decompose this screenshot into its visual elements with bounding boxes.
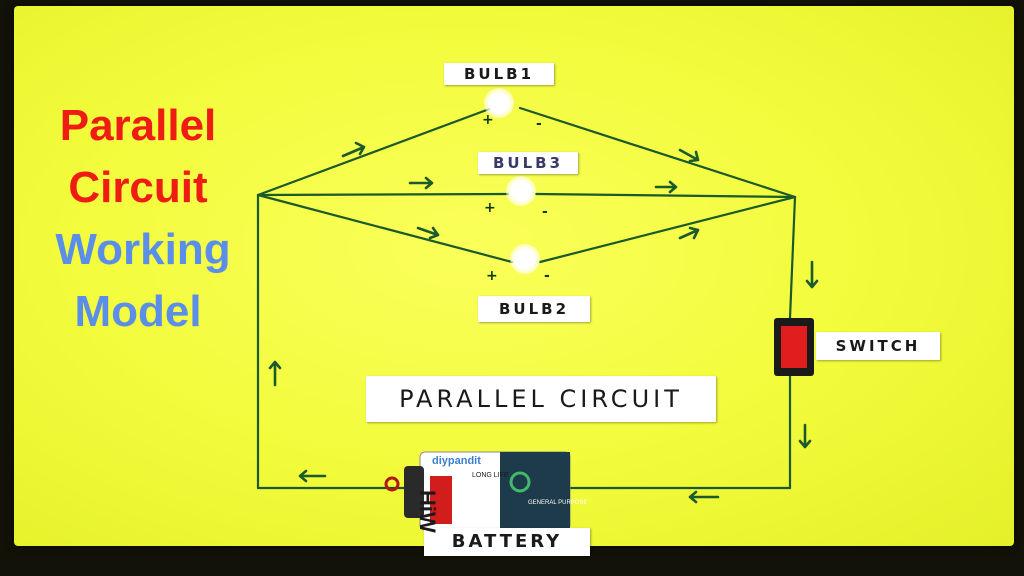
- arrow-icon-3: [408, 176, 434, 190]
- title-line-working: Working: [55, 225, 231, 274]
- arrow-icon-6: [678, 226, 700, 240]
- arrow-icon-1: [341, 141, 366, 158]
- bulb3-minus-sign: -: [542, 204, 548, 220]
- battery-9v: [384, 451, 571, 531]
- battery-brand: HiW: [415, 490, 440, 533]
- bulb2-light: [510, 244, 540, 274]
- bulb2-minus-sign: -: [544, 268, 550, 284]
- bulb1-plus-sign: +: [482, 112, 494, 128]
- bulb1-light: [484, 88, 514, 118]
- wire-bulb1-right: [518, 106, 797, 199]
- parallel-circuit-label: PARALLEL CIRCUIT: [366, 376, 716, 422]
- wire-bulb3-right: [534, 192, 797, 199]
- arrow-icon-8: [798, 423, 812, 449]
- arrow-icon-11: [268, 360, 282, 387]
- battery-tagline: LONG LIFE: [472, 472, 509, 479]
- battery-watermark: diypandit: [432, 455, 481, 467]
- bulb2-plus-sign: +: [486, 268, 498, 284]
- wire-right-upper: [788, 195, 797, 320]
- arrow-icon-10: [298, 469, 327, 483]
- bulb1-minus-sign: -: [536, 116, 542, 132]
- switch-component: [774, 318, 814, 376]
- arrow-icon-4: [654, 180, 678, 194]
- bulb1-label: BULB1: [444, 63, 554, 85]
- wire-bulb2-left: [256, 193, 514, 264]
- arrow-icon-2: [678, 148, 700, 163]
- bulb3-label: BULB3: [478, 152, 578, 174]
- bulb2-label: BULB2: [478, 296, 590, 322]
- arrow-icon-7: [805, 260, 819, 289]
- arrow-icon-5: [416, 226, 440, 240]
- title-line-parallel: Parallel: [59, 101, 217, 150]
- title-line-model: Model: [74, 287, 202, 336]
- bulb3-light: [506, 176, 536, 206]
- wire-bulb1-left: [256, 106, 494, 197]
- battery-label: BATTERY: [424, 528, 590, 556]
- title-line-circuit: Circuit: [68, 163, 208, 212]
- wire-bulb3-left: [256, 192, 510, 197]
- wire-bulb2-right: [538, 195, 797, 264]
- arrow-icon-9: [688, 490, 720, 504]
- battery-type: GENERAL PURPOSE: [528, 500, 588, 506]
- switch-label: SWITCH: [816, 332, 940, 360]
- bulb3-plus-sign: +: [484, 200, 496, 216]
